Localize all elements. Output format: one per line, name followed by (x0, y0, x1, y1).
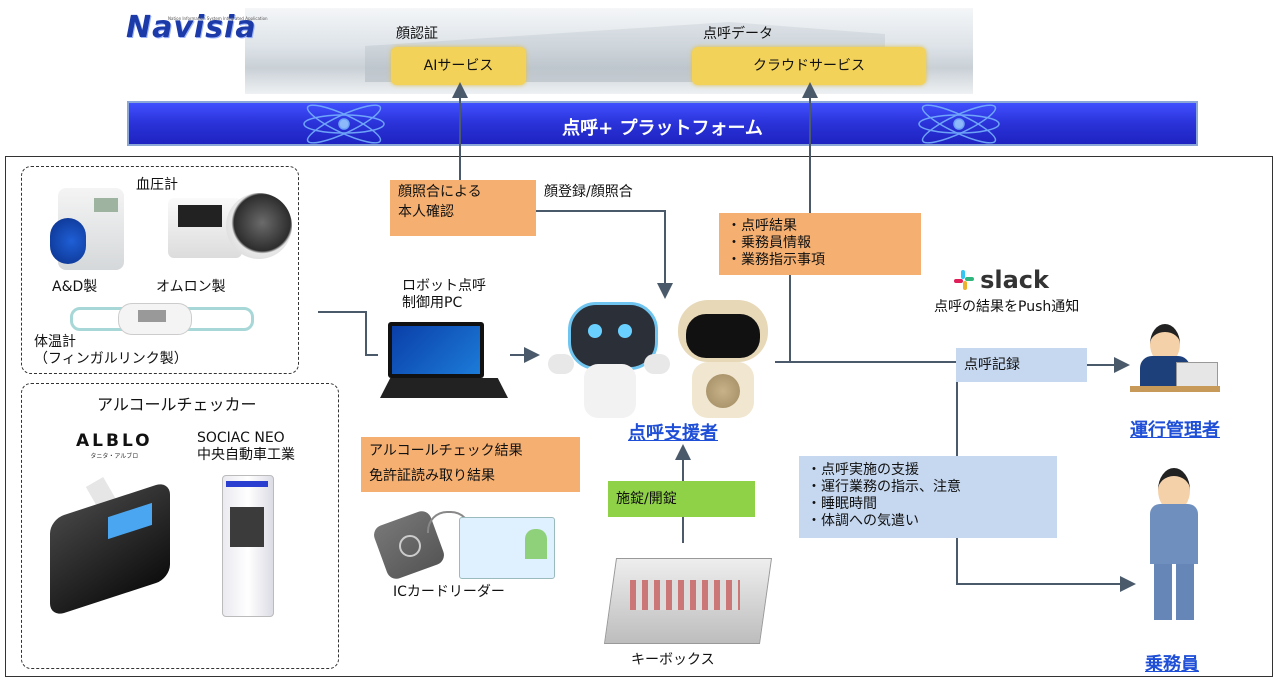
ad-maker-label: A&D製 (52, 279, 98, 295)
blood-pressure-label: 血圧計 (136, 177, 178, 193)
thermometer-label: 体温計（フィンガルリンク製） (34, 334, 188, 367)
slack-push-label: 点呼の結果をPush通知 (934, 299, 1080, 315)
alcohol-checker-label: アルコールチェッカー (97, 395, 257, 414)
atom-icon (918, 104, 1000, 144)
driver-avatar (1140, 468, 1210, 628)
tenko-data-label: 点呼データ (703, 26, 773, 42)
navisia-logo: Navisia Nation Information System Integr… (126, 10, 268, 45)
manager-avatar (1130, 322, 1220, 396)
albio-logo: ALBLO タニタ・アルブロ (76, 431, 153, 460)
thermometer-device (70, 301, 254, 337)
robot-blue (548, 296, 670, 424)
albio-breathalyzer-device (42, 477, 182, 618)
ic-reader-label: ICカードリーダー (393, 584, 505, 600)
alcohol-checker-panel (21, 383, 339, 669)
robot-brown (666, 300, 780, 424)
slack-label: slack (980, 266, 1049, 294)
lock-unlock-box: 施錠/開錠 (608, 481, 755, 517)
ic-card-reader (371, 503, 555, 583)
face-register-label: 顔登録/顔照合 (544, 184, 633, 200)
manager-label[interactable]: 運行管理者 (1130, 420, 1220, 441)
platform-title: 点呼+ プラットフォーム (562, 118, 763, 139)
driver-label[interactable]: 乗務員 (1145, 654, 1199, 675)
face-check-box: 顔照合による本人確認 (390, 180, 536, 236)
omron-maker-label: オムロン製 (156, 279, 226, 295)
slack-logo: slack (953, 266, 1049, 294)
tenko-support-label[interactable]: 点呼支援者 (628, 423, 718, 444)
omron-blood-pressure-device (168, 193, 296, 265)
driver-support-box: ・点呼実施の支援・運行業務の指示、注意 ・睡眠時間・体調への気遣い (799, 456, 1057, 538)
slack-icon (954, 270, 974, 290)
tenko-result-box: ・点呼結果・乗務員情報・業務指示事項 (719, 213, 921, 275)
health-devices-panel (21, 166, 299, 374)
platform-bar: 点呼+ プラットフォーム (127, 101, 1198, 146)
cloud-service-box: クラウドサービス (692, 47, 926, 85)
sociac-device (222, 475, 274, 617)
tenko-record-box: 点呼記録 (956, 348, 1087, 382)
key-box-label: キーボックス (631, 652, 715, 668)
robot-pc-label: ロボット点呼制御用PC (402, 278, 486, 311)
atom-icon (303, 104, 385, 144)
system-frame (5, 156, 1273, 677)
laptop-icon (380, 322, 508, 400)
alcohol-result-box: アルコールチェック結果免許証読み取り結果 (361, 437, 580, 492)
ad-blood-pressure-device (48, 188, 130, 272)
key-box-device (603, 552, 773, 648)
face-auth-label: 顔認証 (396, 26, 438, 42)
ai-service-box: AIサービス (391, 47, 526, 85)
